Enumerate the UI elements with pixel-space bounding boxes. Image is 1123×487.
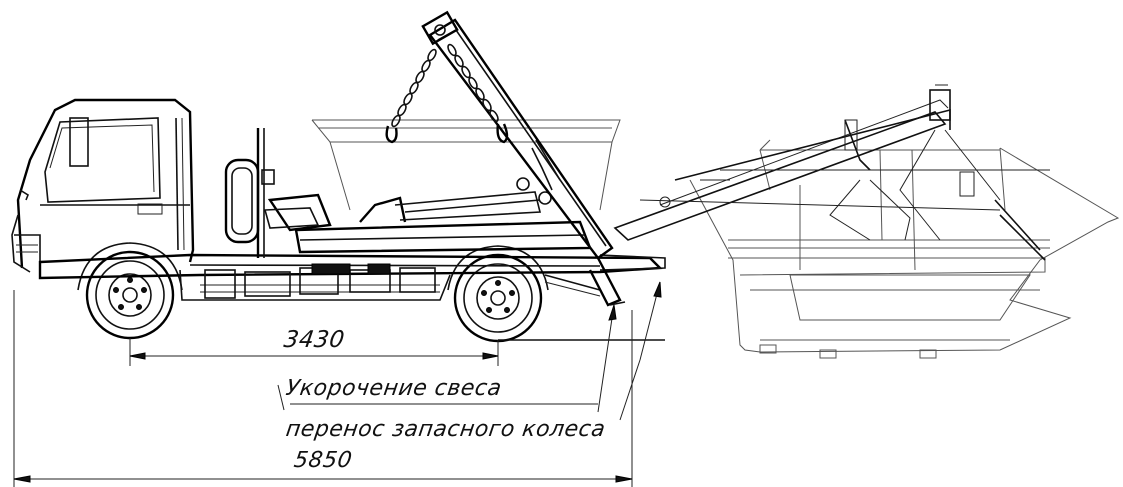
rear-wheel [447,245,549,343]
truck-chassis [38,253,666,301]
lifting-arm [421,10,626,307]
front-wheel [77,242,183,340]
rear-arm-ghost [613,84,1050,261]
container-on-truck-ghost [311,119,621,211]
wheelbase-dimension [129,338,665,366]
lifting-chains [385,43,509,144]
overhang-leader [277,281,662,421]
chain-left [385,48,437,144]
truck-cab [11,98,195,273]
note-spare-wheel-relocation: перенос запасного колеса [284,417,608,442]
overall-length-dimension [13,290,633,487]
lift-subframe [263,177,592,254]
spare-tire [224,128,275,258]
note-overhang-shortening: Укорочение свеса [284,376,504,401]
overall-length-dimension-label: 5850 [292,448,354,473]
container-lowered-ghost [689,139,1120,359]
chain-right [447,43,509,144]
wheelbase-dimension-label: 3430 [282,327,347,353]
